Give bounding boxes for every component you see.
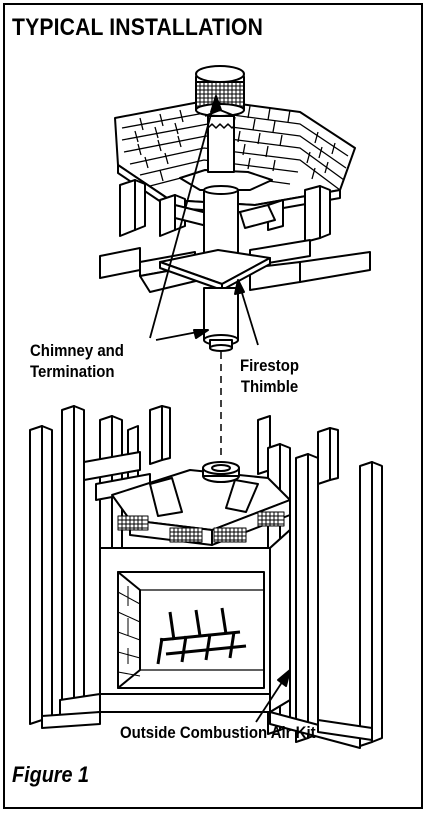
firestop-label: Firestop Thimble xyxy=(240,355,299,397)
chimney-label-line1: Chimney and xyxy=(30,341,124,360)
firestop-label-line2: Thimble xyxy=(240,377,299,396)
firestop-arrow xyxy=(235,280,244,294)
air-kit-label: Outside Combustion Air Kit xyxy=(120,723,316,742)
chimney-arrow-top xyxy=(211,96,221,112)
roof-assembly xyxy=(100,66,370,351)
chimney-arrow-bottom xyxy=(194,330,208,338)
firestop-label-line1: Firestop xyxy=(240,356,300,375)
figure-caption: Figure 1 xyxy=(12,762,90,787)
vent-grilles xyxy=(118,512,284,542)
chimney-label-line2: Termination xyxy=(30,362,115,381)
diagram-title: TYPICAL INSTALLATION xyxy=(12,14,264,41)
chimney-label: Chimney and Termination xyxy=(30,340,124,382)
refractory-bricks xyxy=(118,586,140,676)
fireplace-assembly xyxy=(30,406,382,748)
air-kit-arrow xyxy=(278,670,290,686)
log-grate xyxy=(158,608,246,664)
